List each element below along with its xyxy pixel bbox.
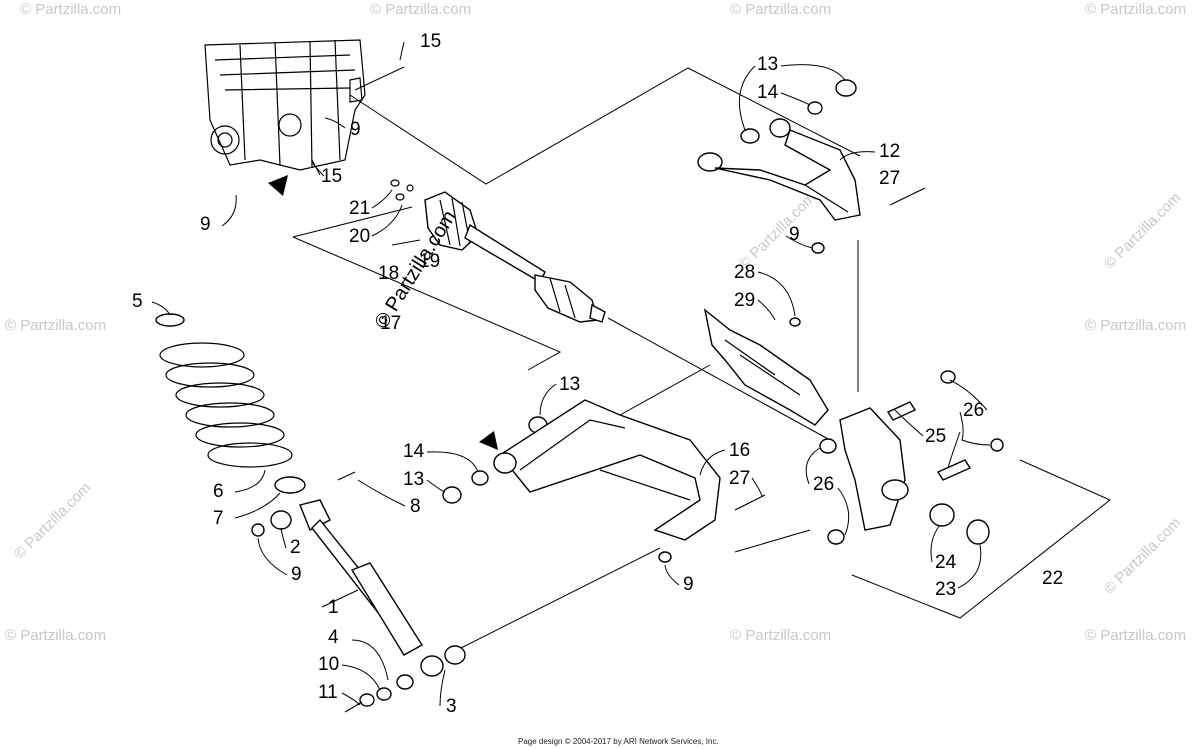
spring-assembly	[155, 313, 306, 494]
callout-15-mid: 15	[321, 166, 342, 187]
callout-13-lower: 13	[403, 469, 424, 490]
callout-7: 7	[213, 508, 224, 529]
callout-8: 8	[410, 496, 421, 517]
callout-24: 24	[935, 552, 957, 573]
callout-9-lower: 9	[683, 574, 694, 595]
shock-absorber	[251, 471, 466, 713]
callout-17: 17	[380, 313, 401, 334]
callout-12: 12	[879, 141, 900, 162]
pointer-arrows	[268, 175, 498, 450]
callout-26-lower: 26	[813, 474, 834, 495]
pointer-arrow-engine	[268, 175, 288, 196]
leader-lines	[292, 66, 1111, 652]
callout-2: 2	[290, 537, 301, 558]
callout-25: 25	[925, 426, 946, 447]
watermark-right-mid: © Partzilla.com	[1085, 317, 1186, 334]
watermark-left-low: © Partzilla.com	[5, 627, 106, 644]
watermark-top-left: © Partzilla.com	[20, 1, 121, 18]
callout-22: 22	[1042, 568, 1063, 589]
watermark-right-low: © Partzilla.com	[1085, 627, 1186, 644]
callout-20: 20	[349, 226, 370, 247]
callout-9-upper: 9	[789, 224, 800, 245]
watermark-diag-d: © Partzilla.com	[1101, 514, 1184, 597]
callout-29: 29	[734, 290, 755, 311]
callout-3: 3	[446, 696, 457, 717]
watermark-diag-b: © Partzilla.com	[1101, 189, 1184, 272]
callout-5: 5	[132, 291, 143, 312]
watermark-top-mid: © Partzilla.com	[370, 1, 471, 18]
callout-9-shock: 9	[291, 564, 302, 585]
steering-knuckle	[819, 370, 1004, 545]
engine-frame-drawing	[204, 39, 366, 171]
callout-26-upper: 26	[963, 400, 984, 421]
watermark-top-right: © Partzilla.com	[730, 1, 831, 18]
callout-9-left: 9	[200, 214, 211, 235]
watermark-diag-a: © Partzilla.com	[11, 479, 94, 562]
callout-13-lower-top: 13	[559, 374, 580, 395]
callout-13-upper: 13	[757, 54, 778, 75]
callout-14-lower: 14	[403, 441, 425, 462]
callout-15-top: 15	[420, 31, 441, 52]
pointer-arrow-lower-arm	[479, 431, 498, 450]
callout-18: 18	[378, 263, 399, 284]
callout-23: 23	[935, 579, 956, 600]
footer-copyright: Page design © 2004-2017 by ARI Network S…	[518, 737, 719, 746]
callout-14-upper: 14	[757, 82, 779, 103]
callout-labels: 15 15 9 9 21 20 19 18 17 13 14 12 27 9 2…	[132, 31, 1063, 717]
watermark-diag-c: © Partzilla.com	[736, 189, 819, 272]
callout-leaders	[151, 41, 991, 707]
heat-shield	[703, 308, 829, 426]
callout-27-lower: 27	[729, 468, 750, 489]
callout-28: 28	[734, 262, 755, 283]
callout-10: 10	[318, 654, 339, 675]
callout-16: 16	[729, 440, 750, 461]
callout-11: 11	[318, 682, 338, 703]
callout-27-upper: 27	[879, 168, 900, 189]
callout-21: 21	[349, 198, 370, 219]
upper-a-arm	[697, 79, 926, 254]
watermark-mid-low: © Partzilla.com	[730, 627, 831, 644]
callout-6: 6	[213, 481, 224, 502]
callout-1: 1	[328, 597, 339, 618]
callout-19: 19	[419, 251, 440, 272]
callout-9-engine: 9	[350, 119, 361, 140]
watermark-left-mid: © Partzilla.com	[5, 317, 106, 334]
lower-a-arm	[442, 399, 766, 563]
watermark-top-far: © Partzilla.com	[1085, 1, 1186, 18]
callout-4: 4	[328, 627, 339, 648]
cv-axle-assembly	[390, 179, 606, 323]
